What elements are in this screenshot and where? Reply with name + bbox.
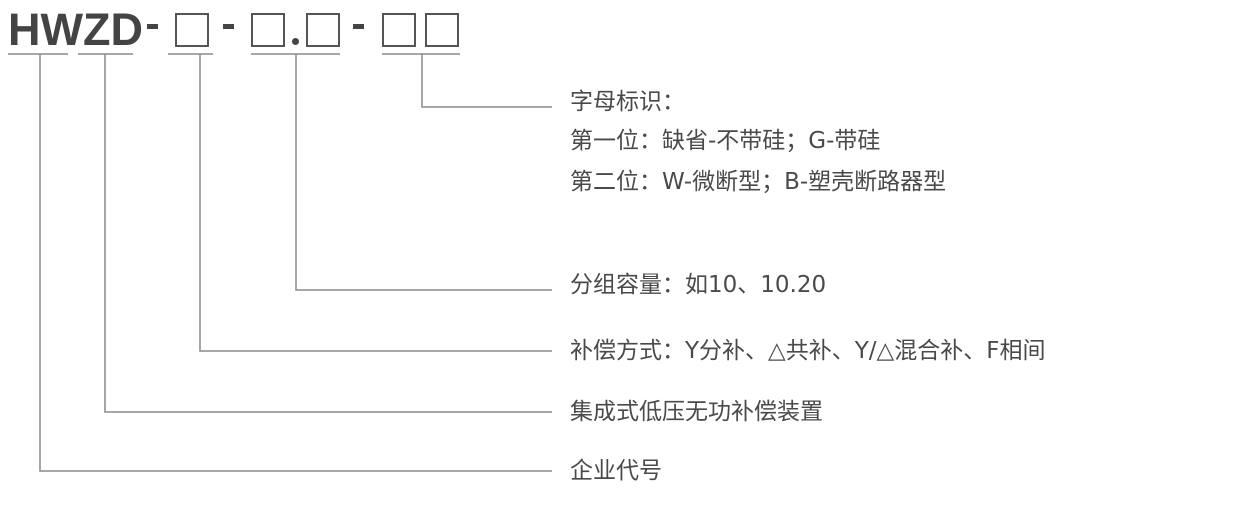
placeholder-box-letter-2: [425, 13, 459, 47]
separator-dash: [147, 24, 158, 29]
model-prefix: HWZD: [8, 4, 143, 55]
leader-product: [104, 54, 552, 413]
company-code-label: 企业代号: [570, 458, 662, 484]
placeholder-box-letter-1: [382, 13, 416, 47]
letter-id-second: 第二位：W-微断型；B-塑壳断路器型: [570, 169, 947, 195]
leader-letter: [421, 54, 552, 108]
leader-capacity: [295, 54, 552, 291]
placeholder-box-capacity-1: [251, 13, 285, 47]
compensation-mode-label: 补偿方式：Y分补、△共补、Y/△混合补、F相间: [570, 338, 1046, 364]
group-capacity-label: 分组容量：如10、10.20: [570, 272, 827, 298]
letter-id-title: 字母标识：: [570, 89, 685, 115]
letter-id-first: 第一位：缺省-不带硅；G-带硅: [570, 128, 881, 154]
decimal-dot: [292, 38, 299, 45]
separator-dash: [353, 24, 364, 29]
placeholder-box-compensation: [175, 13, 209, 47]
leader-company: [39, 54, 552, 472]
leader-compensation: [199, 54, 552, 352]
placeholder-box-capacity-2: [306, 13, 340, 47]
product-name-label: 集成式低压无功补偿装置: [570, 399, 823, 425]
separator-dash: [223, 24, 234, 29]
